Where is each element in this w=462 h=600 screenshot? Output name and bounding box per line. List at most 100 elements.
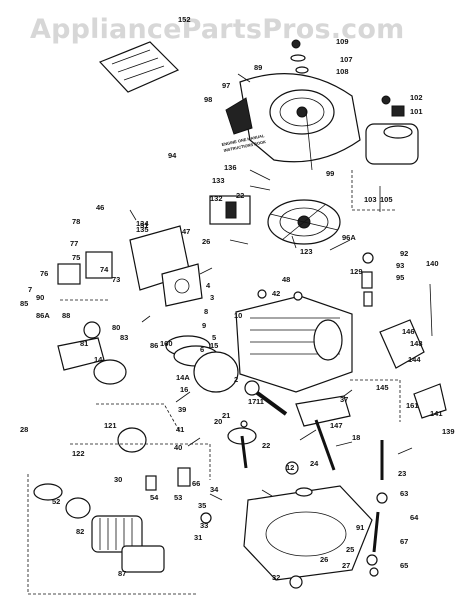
callout-24: 24 — [310, 459, 319, 468]
callout-65: 65 — [400, 561, 408, 570]
callout-18: 18 — [352, 433, 360, 442]
mounting-flange — [243, 485, 373, 581]
callout-11: 11 — [256, 397, 264, 406]
callout-14A: 14A — [176, 373, 190, 382]
governor-linkage — [379, 283, 447, 419]
callout-76: 76 — [40, 269, 48, 278]
callout-30: 30 — [114, 475, 122, 484]
intake-gasket — [161, 263, 203, 307]
callout-5: 5 — [212, 333, 216, 342]
callout-40: 40 — [174, 443, 182, 452]
callout-46: 46 — [96, 203, 104, 212]
callout-105: 105 — [380, 195, 393, 204]
callout-101: 101 — [410, 107, 423, 116]
flywheel — [267, 199, 341, 245]
callout-26: 26 — [320, 555, 328, 564]
callout-86A: 86A — [36, 311, 50, 320]
callout-42: 42 — [272, 289, 280, 298]
callout-28: 28 — [20, 425, 28, 434]
connecting-rod — [244, 380, 288, 416]
air-filter-assembly — [33, 359, 165, 573]
callout-136: 136 — [224, 163, 237, 172]
hardware-parts — [145, 39, 391, 589]
callout-63: 63 — [400, 489, 408, 498]
callout-121: 121 — [104, 421, 117, 430]
callout-25: 25 — [346, 545, 354, 554]
callout-73: 73 — [112, 275, 120, 284]
callout-17: 17 — [248, 397, 256, 406]
callout-7: 7 — [28, 285, 32, 294]
callout-93: 93 — [396, 261, 404, 270]
callout-54: 54 — [150, 493, 159, 502]
dashed-grouping-lines — [27, 170, 401, 595]
callout-52: 52 — [52, 497, 60, 506]
callout-6: 6 — [200, 345, 204, 354]
callout-8: 8 — [204, 307, 208, 316]
callout-26: 26 — [202, 237, 210, 246]
callout-14: 14 — [94, 355, 103, 364]
callout-161: 161 — [406, 401, 419, 410]
crankshaft — [295, 395, 351, 471]
callout-92: 92 — [400, 249, 408, 258]
callout-147: 147 — [330, 421, 343, 430]
callout-88: 88 — [62, 311, 70, 320]
callout-141: 141 — [430, 409, 443, 418]
callout-9: 9 — [202, 321, 206, 330]
callout-12: 12 — [286, 463, 294, 472]
callout-66: 66 — [192, 479, 200, 488]
dipstick-tube — [366, 440, 388, 577]
ignition-coil — [209, 195, 251, 225]
callout-67: 67 — [400, 537, 408, 546]
callout-2: 2 — [234, 375, 238, 384]
callout-77: 77 — [70, 239, 78, 248]
callout-107: 107 — [340, 55, 353, 64]
manual-booklet — [98, 41, 180, 93]
callout-91: 91 — [356, 523, 364, 532]
callout-145: 145 — [376, 383, 389, 392]
callout-140: 140 — [426, 259, 439, 268]
callout-97: 97 — [222, 81, 230, 90]
callout-83: 83 — [120, 333, 128, 342]
callout-109: 109 — [336, 37, 349, 46]
callout-133: 133 — [212, 176, 225, 185]
callout-96A: 96A — [342, 233, 356, 242]
callout-99: 99 — [326, 169, 334, 178]
callout-78: 78 — [72, 217, 80, 226]
callout-139: 139 — [442, 427, 455, 436]
callout-51: 51 — [140, 221, 148, 230]
callout-82: 82 — [76, 527, 84, 536]
callout-95: 95 — [396, 273, 404, 282]
callout-144: 144 — [408, 355, 421, 364]
callout-27: 27 — [342, 561, 350, 570]
callout-102: 102 — [410, 93, 423, 102]
callout-37: 37 — [340, 395, 348, 404]
callout-74: 74 — [100, 265, 109, 274]
piston-rings — [165, 335, 239, 393]
callout-85: 85 — [20, 299, 28, 308]
callout-123: 123 — [300, 247, 313, 256]
engine-block — [235, 295, 353, 393]
callout-80: 80 — [112, 323, 120, 332]
leader-lines — [129, 73, 413, 501]
callout-135: 135 — [136, 225, 149, 234]
callout-20: 20 — [214, 417, 222, 426]
callout-22: 22 — [236, 191, 244, 200]
callout-10: 10 — [234, 311, 242, 320]
callout-47: 47 — [182, 227, 190, 236]
callout-39: 39 — [178, 405, 186, 414]
callout-4: 4 — [206, 281, 211, 290]
watermark-logo: AppliancePartsPros.com — [30, 14, 405, 45]
callout-33: 33 — [200, 521, 208, 530]
callout-94: 94 — [168, 151, 177, 160]
muffler — [365, 105, 419, 165]
callout-148: 148 — [410, 339, 423, 348]
callout-87: 87 — [118, 569, 126, 578]
callout-160: 160 — [160, 339, 173, 348]
callout-86: 86 — [150, 341, 158, 350]
callout-15: 15 — [210, 341, 218, 350]
callout-98: 98 — [204, 95, 212, 104]
callout-89: 89 — [254, 63, 262, 72]
callout-64: 64 — [410, 513, 419, 522]
